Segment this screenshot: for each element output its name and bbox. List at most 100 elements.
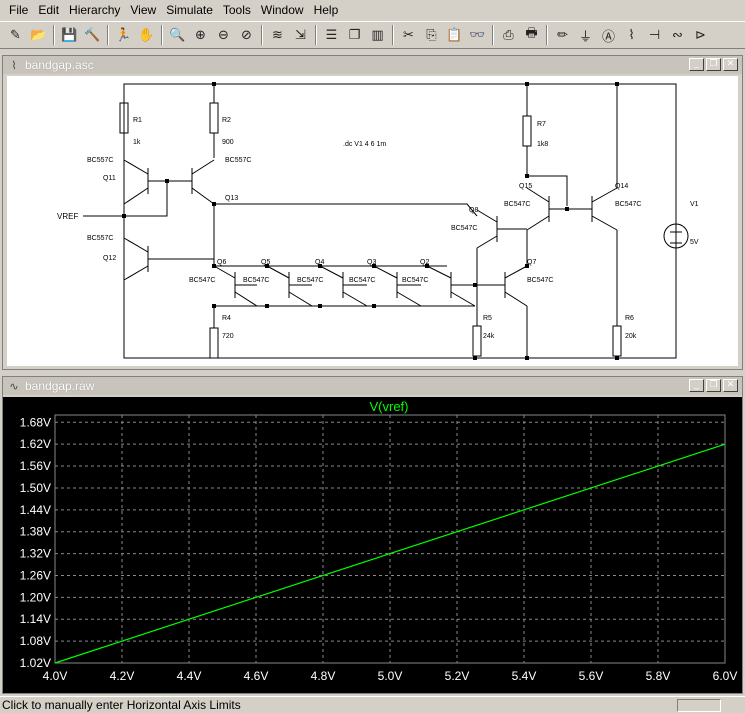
toolbar-separator: [161, 25, 163, 45]
close-button[interactable]: ✕: [723, 379, 738, 392]
val-q8: BC547C: [451, 225, 477, 232]
status-bar: Click to manually enter Horizontal Axis …: [0, 696, 745, 713]
x-tick-label: 4.6V: [244, 669, 269, 683]
val-v1: 5V: [690, 239, 699, 246]
schematic-window[interactable]: ⌇ bandgap.asc _ ❐ ✕: [2, 55, 743, 370]
menu-hierarchy[interactable]: Hierarchy: [69, 3, 121, 17]
toolbar-separator: [392, 25, 394, 45]
y-tick-label: 1.68V: [20, 415, 51, 429]
copy-icon[interactable]: ⎘: [426, 27, 437, 43]
schematic-icon: ⌇: [11, 59, 17, 72]
x-tick-label: 5.4V: [512, 669, 537, 683]
y-tick-label: 1.44V: [20, 503, 51, 517]
y-tick-label: 1.20V: [20, 590, 51, 604]
cut-icon[interactable]: ✂: [403, 27, 414, 43]
control-panel-icon[interactable]: 🔨: [84, 27, 101, 43]
trace-label[interactable]: V(vref): [370, 399, 409, 414]
waveform-icon: ∿: [9, 380, 19, 393]
halt-icon[interactable]: ✋: [138, 27, 155, 43]
val-q13: BC557C: [225, 157, 251, 164]
menu-tools[interactable]: Tools: [222, 3, 251, 17]
y-tick-label: 1.02V: [20, 656, 51, 670]
menu-simulate[interactable]: Simulate: [166, 3, 213, 17]
save-icon[interactable]: 💾: [61, 27, 78, 43]
menu-file[interactable]: File: [9, 3, 29, 17]
val-q5: BC547C: [243, 277, 269, 284]
val-q12: BC557C: [87, 235, 113, 242]
y-tick-label: 1.08V: [20, 634, 51, 648]
toolbar-separator: [107, 25, 109, 45]
print-icon[interactable]: 🖶: [525, 26, 538, 41]
zoom-out-icon[interactable]: ⊖: [218, 27, 229, 43]
status-text: Click to manually enter Horizontal Axis …: [2, 698, 241, 712]
restore-button[interactable]: ❐: [706, 379, 721, 392]
y-tick-label: 1.50V: [20, 481, 51, 495]
net-label-vref: VREF: [57, 212, 78, 221]
val-q2: BC547C: [402, 277, 428, 284]
ref-q7: Q7: [527, 259, 536, 266]
val-r7: 1k8: [537, 141, 548, 148]
cascade-icon[interactable]: ❐: [348, 27, 361, 43]
val-r1: 1k: [133, 139, 141, 146]
series-line-vref: [54, 443, 726, 664]
restore-button[interactable]: ❐: [706, 58, 721, 71]
x-tick-label: 4.8V: [311, 669, 336, 683]
zoom-in-icon[interactable]: 🔍: [169, 27, 186, 43]
menu-edit[interactable]: Edit: [38, 3, 60, 17]
ref-r5: R5: [483, 315, 492, 322]
diode-icon[interactable]: ⊳: [695, 27, 706, 43]
schematic-title-bar[interactable]: ⌇ bandgap.asc _ ❐ ✕: [3, 56, 742, 74]
ref-r6: R6: [625, 315, 634, 322]
ref-q12: Q12: [103, 255, 116, 262]
menu-view[interactable]: View: [130, 3, 157, 17]
paste-icon[interactable]: 📋: [446, 27, 463, 43]
ref-q11: Q11: [103, 175, 116, 182]
capacitor-icon[interactable]: ⊣: [648, 27, 661, 43]
toolbar-separator: [546, 25, 548, 45]
menu-window[interactable]: Window: [260, 3, 304, 17]
menu-help[interactable]: Help: [313, 3, 339, 17]
y-tick-label: 1.32V: [20, 547, 51, 561]
waveform-title: bandgap.raw: [25, 379, 95, 393]
val-q4: BC547C: [297, 277, 323, 284]
val-q14: BC547C: [615, 201, 641, 208]
y-tick-label: 1.14V: [20, 612, 51, 626]
cancel-zoom-icon[interactable]: ⊘: [241, 27, 252, 43]
ref-r1: R1: [133, 117, 142, 124]
tile-vertical-icon[interactable]: ▥: [371, 27, 384, 43]
open-icon[interactable]: 📂: [30, 27, 47, 43]
draw-wire-icon[interactable]: ✏: [557, 27, 568, 43]
close-button[interactable]: ✕: [723, 58, 738, 71]
x-tick-label: 6.0V: [713, 669, 738, 683]
new-schematic-icon[interactable]: ✎: [10, 27, 21, 43]
tile-horizontal-icon[interactable]: ☰: [325, 27, 338, 43]
waveform-icon[interactable]: ≋: [272, 27, 283, 43]
print-setup-icon[interactable]: ⎙: [503, 27, 514, 43]
ground-icon[interactable]: ⏚: [578, 29, 592, 45]
x-tick-label: 4.4V: [177, 669, 202, 683]
inductor-icon[interactable]: ∾: [672, 27, 683, 43]
minimize-button[interactable]: _: [689, 58, 704, 71]
x-tick-label: 5.2V: [445, 669, 470, 683]
zoom-full-icon[interactable]: ⊕: [195, 27, 206, 43]
menu-bar: File Edit Hierarchy View Simulate Tools Window…: [0, 0, 745, 21]
run-icon[interactable]: 🏃: [115, 27, 132, 43]
val-r4: 720: [222, 333, 234, 340]
x-tick-label: 5.0V: [378, 669, 403, 683]
label-net-icon[interactable]: Ⓐ: [601, 29, 615, 45]
resistor-icon[interactable]: ⌇: [628, 27, 635, 43]
y-tick-label: 1.56V: [20, 459, 51, 473]
find-icon[interactable]: 👓: [469, 27, 486, 43]
schematic-canvas[interactable]: .dc V1 4 6 1m VREF R1 1k R2 900 R7 1k8 Q…: [7, 76, 738, 366]
ref-q14: Q14: [615, 183, 628, 190]
ref-q13: Q13: [225, 195, 238, 202]
x-tick-label: 4.2V: [110, 669, 135, 683]
autorange-icon[interactable]: ⇲: [295, 27, 306, 43]
schematic-drawing: .dc V1 4 6 1m VREF R1 1k R2 900 R7 1k8 Q…: [57, 82, 699, 360]
waveform-title-bar[interactable]: ∿ bandgap.raw _ ❐ ✕: [3, 377, 742, 395]
minimize-button[interactable]: _: [689, 379, 704, 392]
wires: [83, 83, 689, 359]
